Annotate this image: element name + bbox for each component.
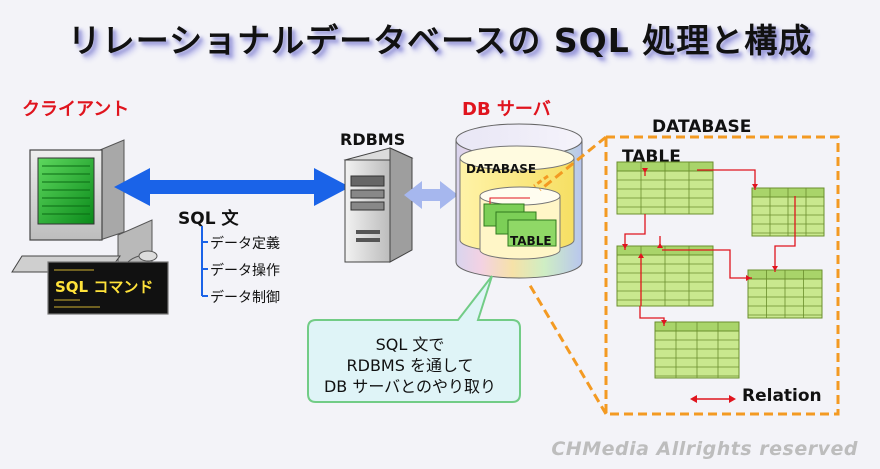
page-title: リレーショナルデータベースの SQL 処理と構成 — [67, 21, 813, 60]
client-label: クライアント — [22, 99, 130, 120]
sql-item-definition: データ定義 — [210, 236, 280, 252]
relation-table-1 — [616, 161, 714, 215]
relation-tables — [616, 161, 825, 379]
cylinder-database-label: DATABASE — [466, 162, 537, 176]
sql-item-control: データ制御 — [210, 290, 280, 306]
zoom-line-bottom — [526, 281, 608, 415]
relation-arrowhead-7 — [638, 253, 644, 258]
relation-arrowhead-3 — [622, 244, 628, 249]
sql-statement-label: SQL 文 — [178, 209, 239, 229]
relation-table-4 — [747, 269, 823, 319]
relation-arrowhead-5 — [657, 243, 663, 248]
relation-arrows — [622, 168, 796, 326]
relation-arrowhead-6 — [746, 275, 751, 281]
relation-table-2 — [751, 187, 825, 237]
relation-arrow-6 — [662, 249, 752, 279]
relation-legend-arrow — [690, 395, 736, 403]
relation-arrowhead-4 — [772, 266, 778, 271]
db-server-cylinder-icon — [455, 123, 583, 279]
relation-arrow-2 — [697, 169, 756, 190]
relation-arrowhead-2 — [752, 184, 758, 189]
callout-text: SQL 文で RDBMS を通して DB サーバとのやり取り — [306, 334, 514, 397]
cylinder-table-label: TABLE — [510, 234, 552, 248]
rdbms-label: RDBMS — [340, 130, 406, 149]
sql-communication-arrow — [114, 168, 350, 206]
db-server-label: DB サーバ — [462, 99, 551, 120]
relation-arrowhead-1 — [642, 168, 648, 173]
relation-arrowhead-8 — [661, 320, 667, 325]
copyright-footer: CHMedia Allrights reserved — [551, 438, 858, 460]
relation-arrow-3 — [624, 214, 646, 250]
relation-legend-label: Relation — [742, 386, 822, 406]
callout-line-2: RDBMS を通して — [346, 356, 474, 375]
sql-command-label: SQL コマンド — [55, 278, 154, 296]
relation-table-5 — [654, 321, 740, 379]
relation-table-3 — [616, 245, 714, 307]
relation-arrow-4 — [774, 196, 796, 272]
database-detail-box — [604, 135, 840, 416]
rdbms-server-icon — [343, 147, 414, 263]
callout-line-1: SQL 文で — [375, 335, 445, 354]
client-computer-icon — [11, 139, 169, 315]
rdbms-db-arrow — [404, 181, 458, 209]
callout-line-3: DB サーバとのやり取り — [323, 377, 497, 396]
sql-items-bracket — [201, 226, 208, 297]
database-label: DATABASE — [652, 117, 752, 137]
zoom-line-top — [539, 135, 607, 192]
sql-item-manipulation: データ操作 — [210, 263, 280, 279]
callout-bubble — [307, 275, 521, 403]
